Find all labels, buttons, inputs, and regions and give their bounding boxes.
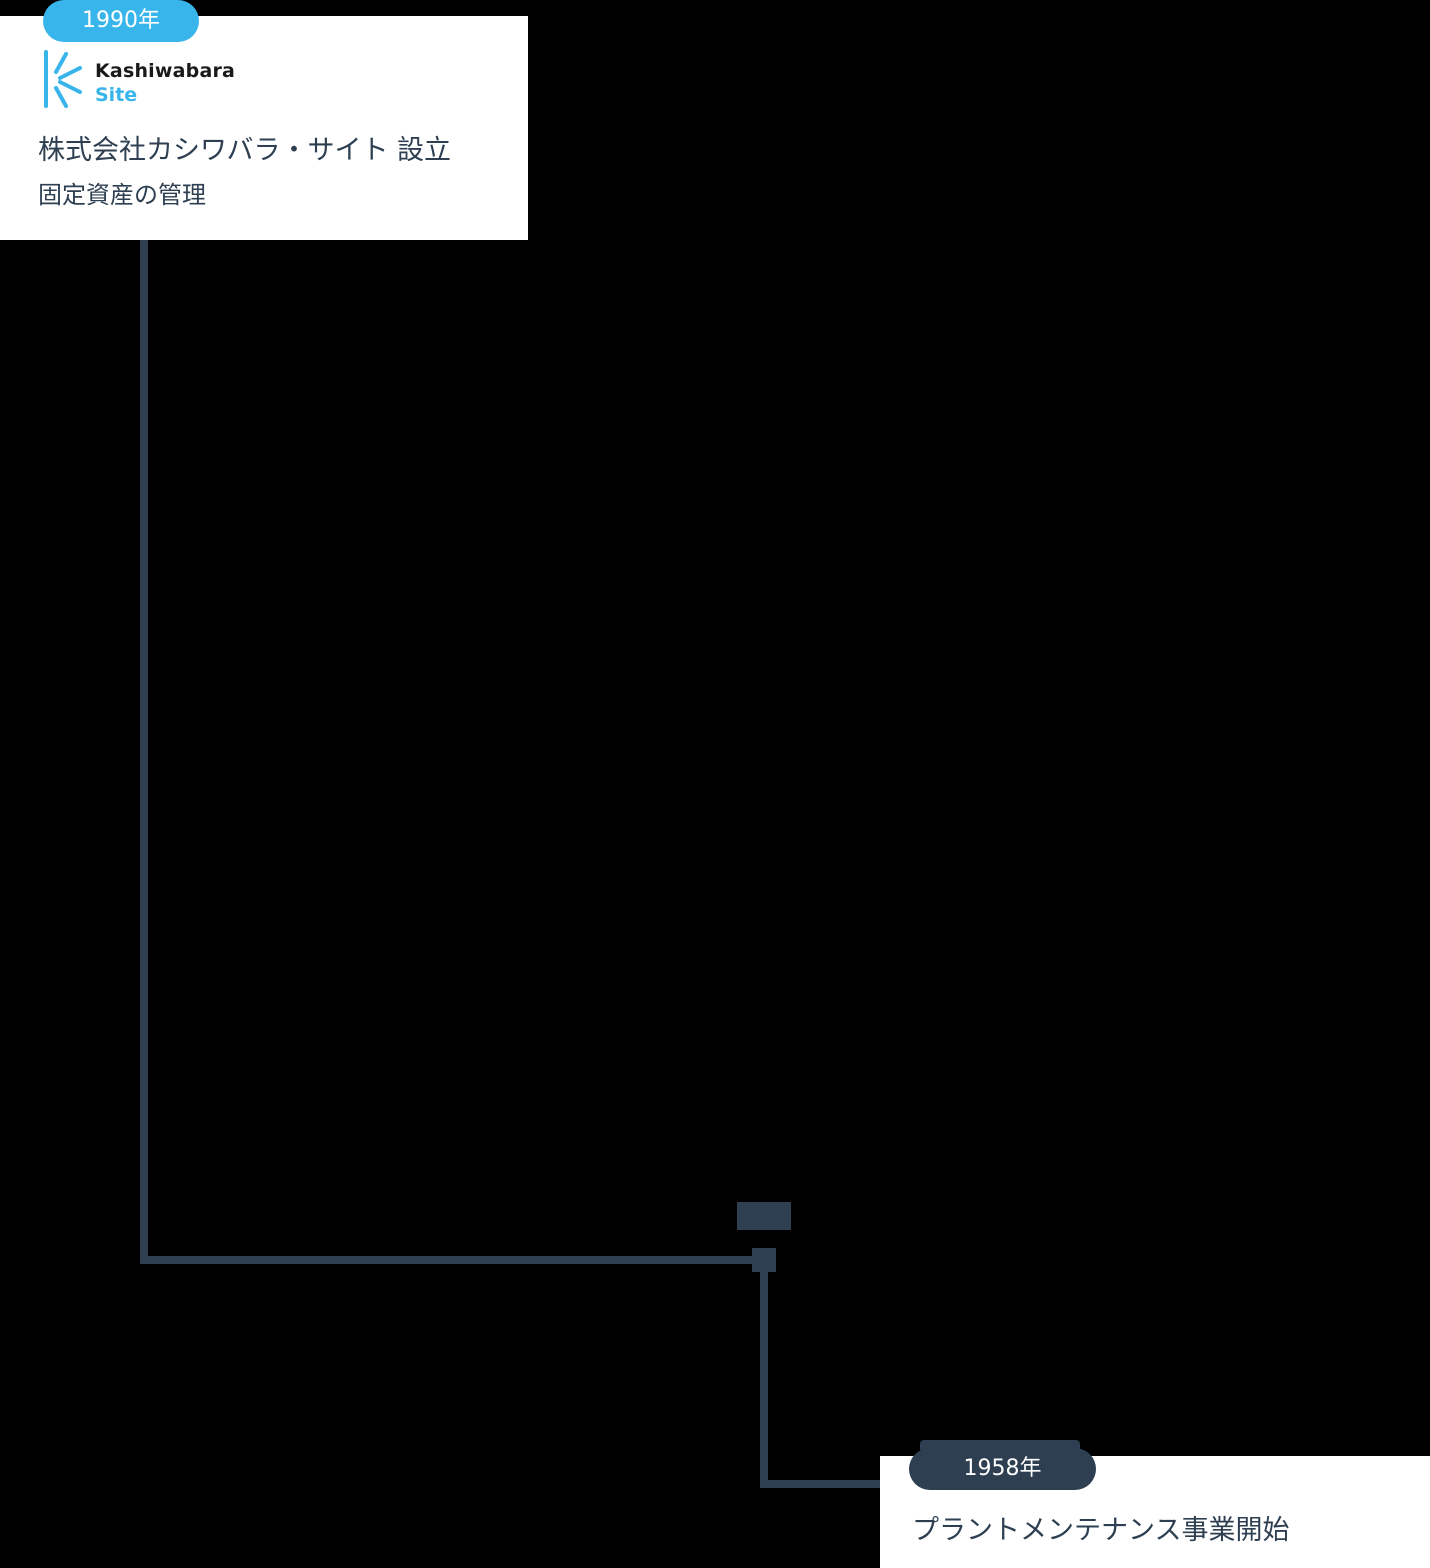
milestone-subtitle-1990: 固定資産の管理: [38, 181, 206, 209]
year-badge-1990: 1990年: [43, 0, 199, 42]
year-badge-1958: 1958年: [909, 1448, 1096, 1490]
milestone-card-1990: [0, 16, 528, 240]
kashiwabara-logo-icon: [44, 50, 82, 108]
connector-line-upper: [140, 234, 764, 1264]
milestone-title-1958: プラントメンテナンス事業開始: [912, 1515, 1290, 1546]
connector-line-lower: [760, 1260, 884, 1488]
junction-label-block: [737, 1202, 791, 1230]
year-badge-1958-tab: [920, 1440, 1080, 1450]
logo-wordmark-line1: Kashiwabara: [95, 60, 236, 82]
logo-wordmark-line2: Site: [95, 84, 138, 106]
milestone-title-1990: 株式会社カシワバラ・サイト 設立: [38, 135, 452, 166]
connector-junction-node: [752, 1248, 776, 1272]
